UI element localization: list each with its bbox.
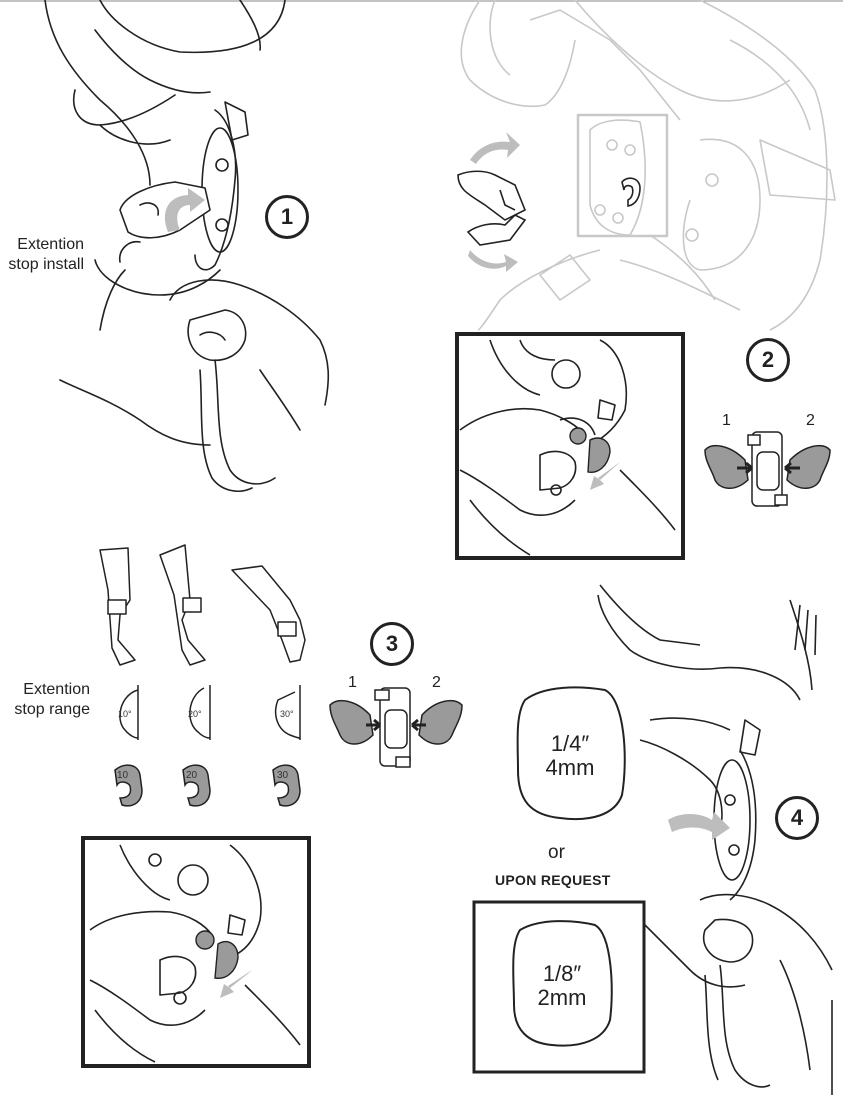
step-1-caption: Extention stop install	[2, 235, 84, 275]
panel-2-detail-box	[455, 332, 685, 560]
step-2-option-1: 1	[722, 412, 731, 429]
step-4-badge: 4	[775, 796, 819, 840]
panel-3-stop-choice	[329, 687, 463, 768]
upon-request-text: UPON REQUEST	[495, 872, 611, 888]
panel-3-detail-box	[81, 836, 311, 1068]
pad-standard-shape	[516, 686, 626, 821]
step-1-caption-line2: stop install	[8, 256, 84, 273]
stop-label-30: 30	[277, 770, 289, 781]
stop-label-20: 20	[186, 770, 198, 781]
step-3-caption-line1: Extention	[23, 681, 90, 698]
step-3-option-1: 1	[348, 674, 357, 691]
pad-standard-size: 1/4″ 4mm	[520, 732, 620, 780]
step-3-badge: 3	[370, 622, 414, 666]
removal-arrow-bottom	[468, 250, 518, 272]
panel-1-illustration	[44, 0, 330, 492]
step-3-caption: Extention stop range	[2, 680, 90, 720]
panel-2-stop-choice	[704, 431, 831, 507]
panel-2-faded-brace	[460, 0, 836, 331]
pad-optional-size: 1/8″ 2mm	[512, 962, 612, 1010]
stop-piece-detail	[621, 177, 641, 207]
pad-standard-mm: 4mm	[545, 755, 595, 780]
angle-label-30: 30°	[280, 709, 294, 719]
removal-arrow-top	[470, 132, 520, 164]
step-2-badge: 2	[746, 338, 790, 382]
step-2-option-2: 2	[806, 412, 815, 429]
panel-3-knee-angles	[99, 544, 306, 740]
angle-label-20: 20°	[188, 709, 202, 719]
panel-2-removed-stops	[457, 170, 527, 246]
step-3-caption-line2: stop range	[14, 701, 90, 718]
pad-standard-inches: 1/4″	[550, 731, 590, 756]
step-1-badge: 1	[265, 195, 309, 239]
pad-optional-shape	[512, 920, 613, 1047]
panel-3-stop-pieces	[114, 764, 301, 807]
pad-optional-inches: 1/8″	[542, 961, 582, 986]
pad-optional-mm: 2mm	[537, 985, 587, 1010]
stop-label-10: 10	[117, 770, 129, 781]
step-1-caption-line1: Extention	[17, 236, 84, 253]
angle-label-10: 10°	[118, 709, 132, 719]
panel-4-illustration	[597, 584, 833, 1095]
or-text: or	[548, 842, 565, 863]
step-3-option-2: 2	[432, 674, 441, 691]
